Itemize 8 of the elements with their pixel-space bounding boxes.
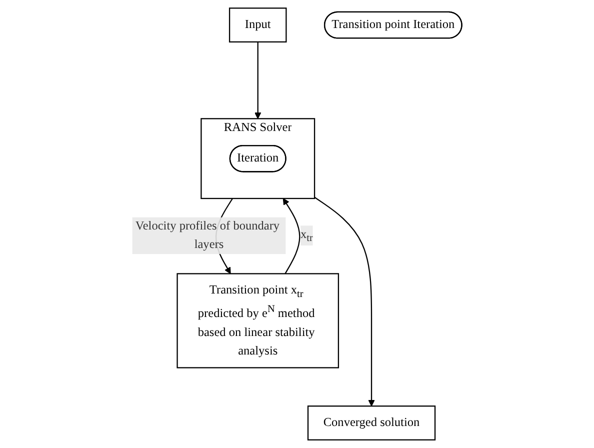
edge-label: x$_{tr}$ (300, 228, 313, 244)
arrow (282, 198, 300, 274)
node-box: Transition point x$_{tr}$ predicted by e$^{N}$ method based on linear stability analysis (176, 273, 340, 368)
edge-label: Velocity profiles of boundary layers (135, 220, 280, 251)
arrow (254, 42, 262, 119)
node-box: Converged solution (307, 406, 436, 440)
node-box: Input (228, 8, 287, 42)
arrow (314, 196, 375, 406)
